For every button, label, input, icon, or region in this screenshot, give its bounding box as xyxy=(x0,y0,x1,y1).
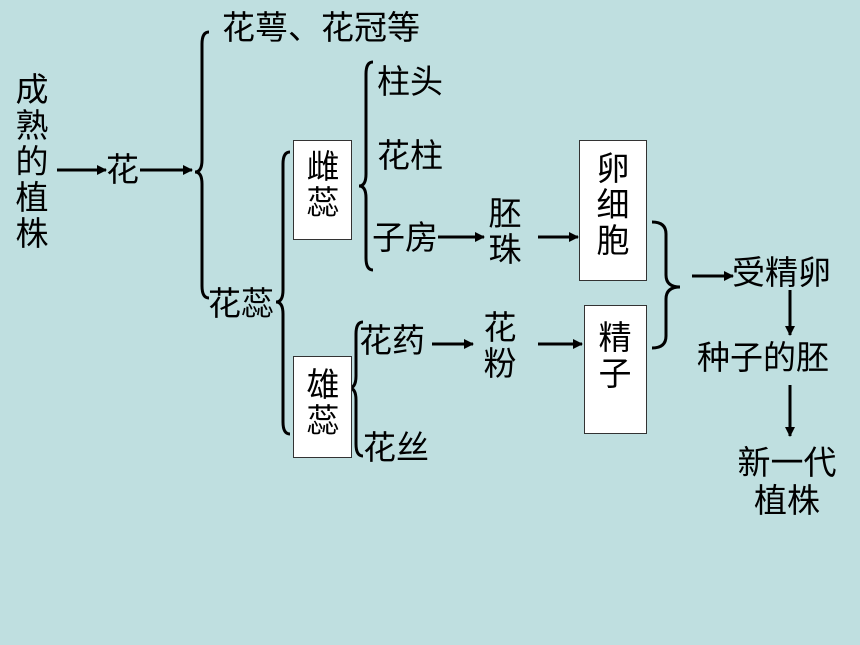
brace-pistil-parts xyxy=(358,60,374,272)
stamen-label: 雄蕊 xyxy=(306,365,340,440)
sepal-petal-label: 花萼、花冠等 xyxy=(222,8,420,47)
brace-flower xyxy=(194,30,210,300)
pistil-box: 雌蕊 xyxy=(293,140,352,240)
anther-label: 花药 xyxy=(359,321,425,360)
stamen-box: 雄蕊 xyxy=(293,356,352,458)
brace-stamen-pistil xyxy=(275,150,291,436)
flower-label: 花 xyxy=(106,150,139,189)
pistil-label: 雌蕊 xyxy=(306,147,340,222)
fertilized-egg-label: 受精卵 xyxy=(732,253,831,292)
pollen-label: 花粉 xyxy=(483,308,517,383)
egg-cell-label: 卵细胞 xyxy=(596,149,630,260)
stamen-pistil-label: 花蕊 xyxy=(208,284,274,323)
filament-label: 花丝 xyxy=(363,428,429,467)
mature-plant-label: 成熟的植株 xyxy=(15,70,49,253)
egg-cell-box: 卵细胞 xyxy=(579,140,647,281)
brace-fertilization xyxy=(651,220,681,350)
new-generation-label: 新一代植株 xyxy=(737,443,837,520)
ovary-label: 子房 xyxy=(372,218,438,257)
sperm-box: 精子 xyxy=(584,305,647,434)
stigma-label: 柱头 xyxy=(377,62,443,101)
sperm-label: 精子 xyxy=(598,318,632,393)
style-label: 花柱 xyxy=(377,136,443,175)
seed-embryo-label: 种子的胚 xyxy=(697,338,829,377)
ovule-label: 胚珠 xyxy=(488,194,522,269)
